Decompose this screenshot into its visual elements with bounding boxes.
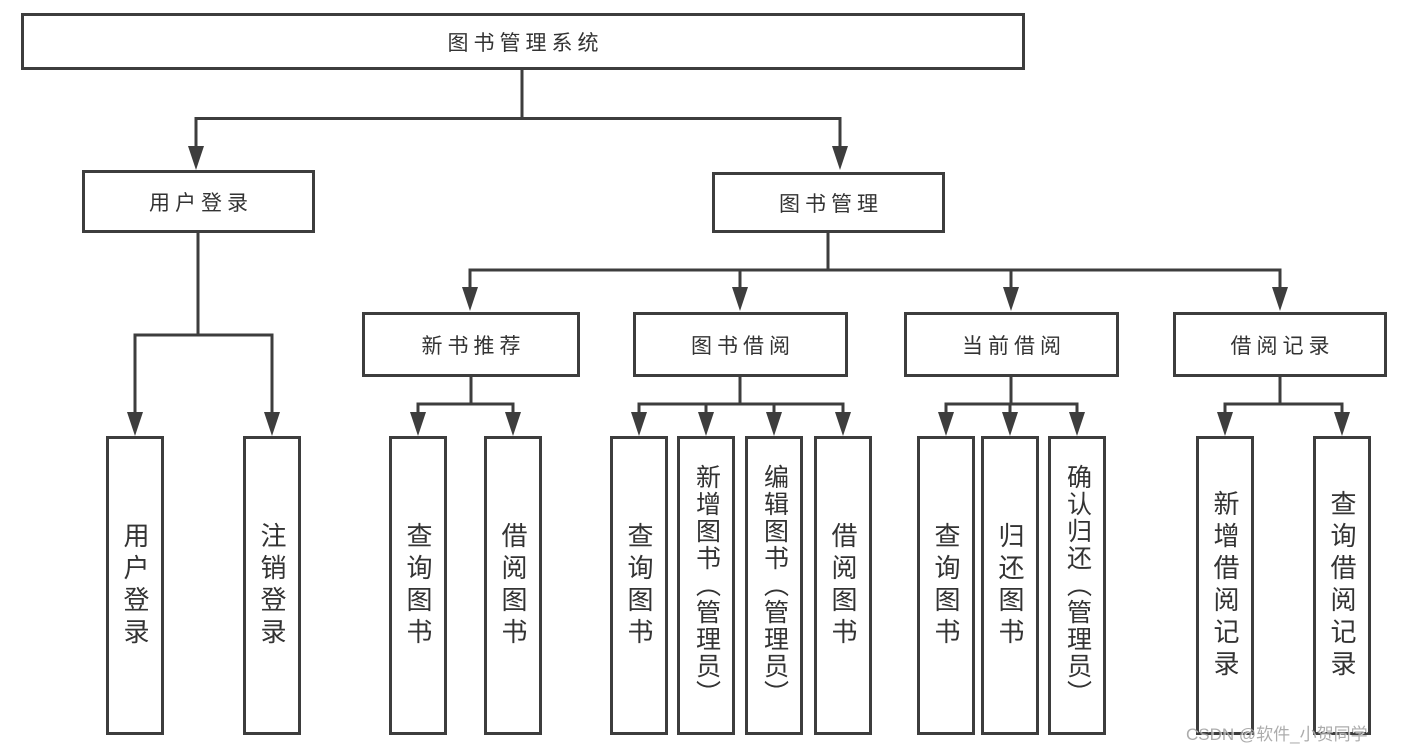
node-borrowing-records: 借阅记录 [1173, 312, 1387, 377]
leaf-label: 编辑图书（管理员） [760, 464, 789, 707]
node-user-login: 用户登录 [82, 170, 315, 233]
arrow-down-icon [732, 287, 748, 311]
arrow-down-icon [264, 412, 280, 436]
arrow-down-icon [127, 412, 143, 436]
arrow-down-icon [462, 287, 478, 311]
leaf-add-book-admin: 新增图书（管理员） [677, 436, 735, 735]
arrow-down-icon [631, 412, 647, 436]
leaf-query-books-borrowing: 查询图书 [610, 436, 668, 735]
arrow-down-icon [1069, 412, 1085, 436]
arrow-down-icon [938, 412, 954, 436]
leaf-query-books-current: 查询图书 [917, 436, 975, 735]
arrow-down-icon [188, 146, 204, 170]
leaf-add-borrow-record: 新增借阅记录 [1196, 436, 1254, 735]
connector-line [944, 377, 1079, 416]
leaf-label: 确认归还（管理员） [1063, 464, 1092, 707]
leaf-query-borrow-record: 查询借阅记录 [1313, 436, 1371, 735]
leaf-query-books-recommend: 查询图书 [389, 436, 447, 735]
arrow-down-icon [505, 412, 521, 436]
arrow-down-icon [1003, 287, 1019, 311]
leaf-borrow-books-borrowing: 借阅图书 [814, 436, 872, 735]
arrow-down-icon [766, 412, 782, 436]
leaf-confirm-return-admin: 确认归还（管理员） [1048, 436, 1106, 735]
leaf-return-books: 归还图书 [981, 436, 1039, 735]
arrow-down-icon [410, 412, 426, 436]
watermark: CSDN @软件_小贺同学 [1186, 725, 1368, 744]
connector-line [194, 69, 842, 150]
leaf-label: 新增图书（管理员） [692, 464, 721, 707]
leaf-edit-book-admin: 编辑图书（管理员） [745, 436, 803, 735]
arrow-down-icon [835, 412, 851, 436]
node-book-borrowing: 图书借阅 [633, 312, 848, 377]
leaf-label: 借阅图书 [828, 521, 858, 650]
leaf-label: 注销登录 [257, 521, 287, 650]
connector-line [468, 233, 1282, 291]
leaf-logout: 注销登录 [243, 436, 301, 735]
leaf-label: 查询图书 [624, 521, 654, 650]
leaf-label: 查询图书 [931, 521, 961, 650]
connector-line [637, 377, 845, 416]
arrow-down-icon [1272, 287, 1288, 311]
connector-line [1223, 377, 1344, 416]
leaf-label: 归还图书 [995, 521, 1025, 650]
leaf-label: 查询图书 [403, 521, 433, 650]
leaf-borrow-books-recommend: 借阅图书 [484, 436, 542, 735]
leaf-label: 查询借阅记录 [1327, 489, 1357, 682]
arrow-down-icon [698, 412, 714, 436]
leaf-label: 新增借阅记录 [1210, 489, 1240, 682]
arrow-down-icon [832, 146, 848, 170]
leaf-label: 用户登录 [120, 521, 150, 650]
connector-line [133, 233, 274, 416]
node-new-book-recommendation: 新书推荐 [362, 312, 580, 377]
node-library-management-system: 图书管理系统 [21, 13, 1025, 70]
arrow-down-icon [1334, 412, 1350, 436]
leaf-label: 借阅图书 [498, 521, 528, 650]
arrow-down-icon [1217, 412, 1233, 436]
node-book-management: 图书管理 [712, 172, 945, 233]
node-current-borrowing: 当前借阅 [904, 312, 1119, 377]
leaf-user-login: 用户登录 [106, 436, 164, 735]
connector-line [416, 377, 515, 416]
arrow-down-icon [1002, 412, 1018, 436]
